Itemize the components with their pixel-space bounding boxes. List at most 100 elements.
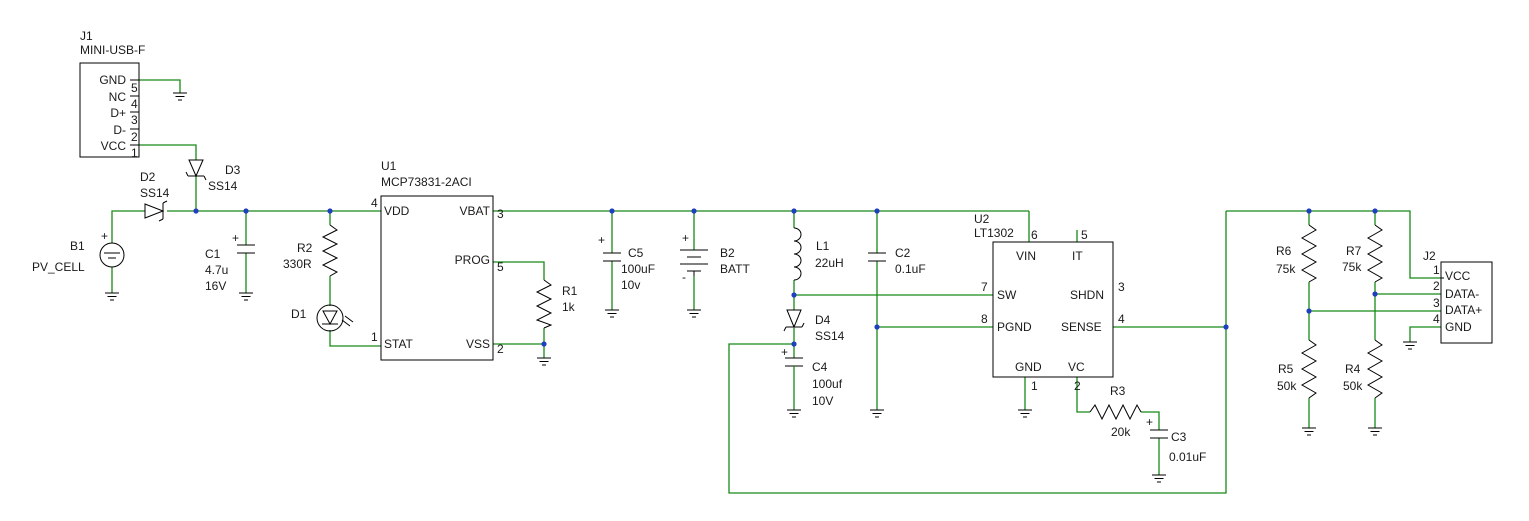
junctions bbox=[193, 208, 1378, 347]
u2-pin-it: IT bbox=[1072, 249, 1083, 263]
d3-diode: D3 SS14 bbox=[185, 159, 241, 193]
b1-pv-cell: + B1 PV_CELL bbox=[32, 229, 125, 274]
l1-inductor: L1 22uH bbox=[793, 227, 844, 281]
c3-value: 0.01uF bbox=[1169, 450, 1206, 464]
c3-capacitor: + C3 0.01uF bbox=[1146, 415, 1206, 464]
u1-pin-vss: VSS bbox=[466, 337, 490, 351]
r5-value: 50k bbox=[1277, 379, 1297, 393]
j1-pin-vcc: VCC 1 bbox=[101, 139, 139, 160]
svg-text:+: + bbox=[598, 233, 605, 247]
ground-icon bbox=[605, 309, 619, 318]
c4-rating: 10V bbox=[812, 394, 833, 408]
j1-pin-dminus: D- 2 bbox=[113, 123, 139, 144]
d1-ref: D1 bbox=[291, 307, 307, 321]
svg-text:4: 4 bbox=[1433, 312, 1440, 326]
svg-text:8: 8 bbox=[981, 312, 988, 326]
j2-pin-data-minus: DATA- 2 bbox=[1433, 279, 1479, 301]
j1-usb-connector: J1 MINI-USB-F GND 5 NC 4 D+ 3 D- 2 VCC 1 bbox=[79, 29, 145, 160]
d3-value: SS14 bbox=[208, 179, 238, 193]
r4-resistor: R4 50k bbox=[1343, 339, 1384, 399]
svg-text:6: 6 bbox=[1031, 228, 1038, 242]
svg-text:3: 3 bbox=[1118, 280, 1125, 294]
r6-resistor: R6 75k bbox=[1276, 224, 1318, 283]
u2-pin-vin: VIN bbox=[1016, 249, 1036, 263]
ground-icon bbox=[787, 409, 801, 418]
svg-text:3: 3 bbox=[1433, 296, 1440, 310]
svg-text:2: 2 bbox=[131, 130, 138, 144]
j1-pin-dplus: D+ 3 bbox=[110, 106, 139, 127]
b1-value: PV_CELL bbox=[32, 260, 85, 274]
u2-pin-gnd: GND bbox=[1015, 360, 1042, 374]
c5-ref: C5 bbox=[628, 246, 644, 260]
j1-body bbox=[79, 62, 140, 158]
svg-text:3: 3 bbox=[497, 207, 504, 221]
r1-ref: R1 bbox=[562, 284, 578, 298]
junction-dot bbox=[1306, 308, 1312, 314]
j2-ref: J2 bbox=[1423, 249, 1436, 263]
junction-dot bbox=[874, 324, 880, 330]
svg-text:+: + bbox=[101, 229, 108, 243]
junction-dot bbox=[791, 208, 797, 214]
svg-text:GND: GND bbox=[99, 73, 126, 87]
svg-text:GND: GND bbox=[1445, 320, 1472, 334]
u2-pin-sw: SW bbox=[997, 288, 1017, 302]
svg-text:VCC: VCC bbox=[101, 139, 127, 153]
svg-text:5: 5 bbox=[497, 260, 504, 274]
r7-ref: R7 bbox=[1346, 244, 1362, 258]
b2-battery: + - B2 BATT bbox=[680, 231, 750, 284]
j2-pin-gnd: GND 4 bbox=[1433, 312, 1472, 334]
ground-icon bbox=[1302, 427, 1316, 436]
b2-ref: B2 bbox=[720, 246, 735, 260]
wires bbox=[111, 79, 1441, 494]
junction-dot bbox=[1306, 208, 1312, 214]
d3-ref: D3 bbox=[225, 163, 241, 177]
junction-dot bbox=[609, 208, 615, 214]
u1-pin-stat: STAT bbox=[384, 337, 414, 351]
r3-resistor: R3 20k bbox=[1089, 384, 1142, 439]
u2-boost-ic: U2 LT1302 VIN 6 IT 5 SW 7 SHDN 3 PGND 8 … bbox=[974, 212, 1125, 393]
u1-body bbox=[380, 195, 494, 361]
svg-text:1: 1 bbox=[1031, 379, 1038, 393]
b1-ref: B1 bbox=[70, 239, 85, 253]
u1-pin-vdd: VDD bbox=[384, 204, 410, 218]
j2-connector: J2 VCC 1 DATA- 2 DATA+ 3 GND 4 bbox=[1423, 249, 1493, 344]
c3-ref: C3 bbox=[1171, 430, 1187, 444]
r2-value: 330R bbox=[283, 257, 312, 271]
c1-capacitor: + C1 4.7u 16V bbox=[205, 231, 255, 293]
ground-icon bbox=[1403, 341, 1417, 350]
j2-pin-vcc: VCC 1 bbox=[1433, 263, 1471, 283]
d2-ref: D2 bbox=[140, 170, 156, 184]
r3-ref: R3 bbox=[1110, 384, 1126, 398]
junction-dot bbox=[1223, 324, 1229, 330]
svg-text:4: 4 bbox=[131, 97, 138, 111]
u1-charger-ic: U1 MCP73831-2ACI VDD 4 STAT 1 VBAT 3 PRO… bbox=[371, 159, 504, 361]
u1-pin-vbat: VBAT bbox=[460, 204, 491, 218]
ground-icon bbox=[173, 92, 187, 101]
svg-text:5: 5 bbox=[1081, 228, 1088, 242]
u1-pin-prog: PROG bbox=[455, 253, 490, 267]
svg-text:+: + bbox=[682, 231, 689, 245]
r7-value: 75k bbox=[1342, 260, 1362, 274]
d2-value: SS14 bbox=[140, 186, 170, 200]
d4-ref: D4 bbox=[815, 313, 831, 327]
c2-capacitor: C2 0.1uF bbox=[868, 246, 926, 276]
d4-value: SS14 bbox=[815, 329, 845, 343]
r3-value: 20k bbox=[1111, 425, 1131, 439]
svg-text:+: + bbox=[781, 345, 788, 359]
ground-symbols bbox=[105, 92, 1417, 483]
j2-pin-data-plus: DATA+ 3 bbox=[1433, 296, 1482, 317]
svg-text:7: 7 bbox=[981, 280, 988, 294]
svg-text:2: 2 bbox=[1433, 279, 1440, 293]
ground-icon bbox=[687, 309, 701, 318]
l1-ref: L1 bbox=[816, 239, 830, 253]
j1-ref: J1 bbox=[80, 29, 93, 43]
j2-body bbox=[1440, 261, 1493, 344]
junction-dot bbox=[541, 341, 547, 347]
svg-text:1: 1 bbox=[1433, 263, 1440, 277]
r4-ref: R4 bbox=[1345, 362, 1361, 376]
u2-body bbox=[992, 241, 1114, 378]
svg-text:VCC: VCC bbox=[1445, 269, 1471, 283]
junction-dot bbox=[243, 208, 249, 214]
j1-part: MINI-USB-F bbox=[80, 43, 145, 57]
svg-text:NC: NC bbox=[109, 90, 127, 104]
